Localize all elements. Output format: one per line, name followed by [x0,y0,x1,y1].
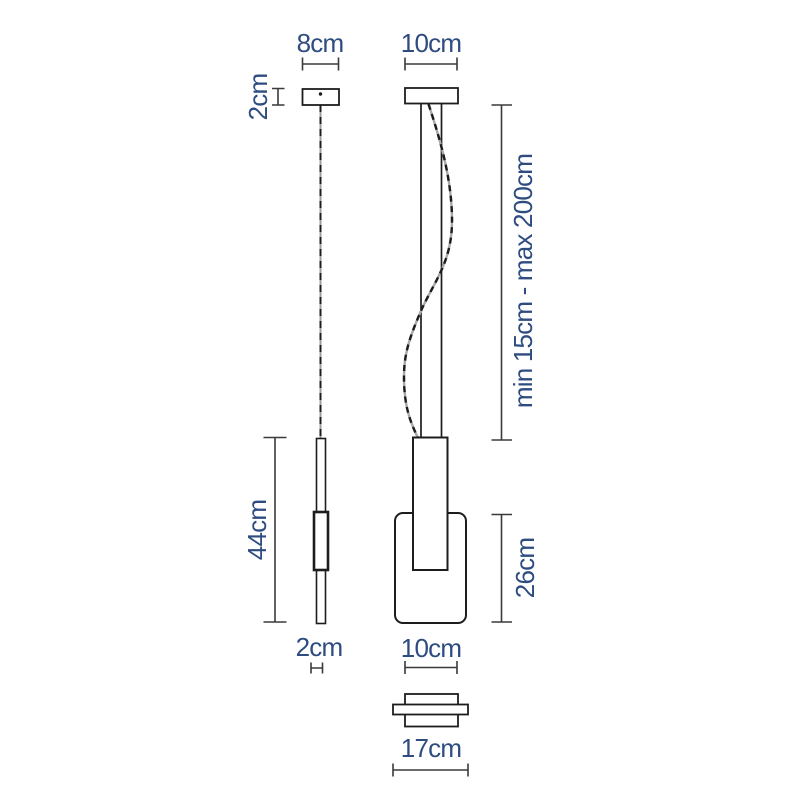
dim-line-bottom-diffuser-width [404,661,458,674]
side-ceiling-canopy [301,88,340,106]
dim-line-side-body-width [310,662,324,674]
dim-line-side-body-height [263,436,287,623]
dim-line-side-canopy-height [272,87,285,106]
front-power-cable-base [402,103,454,438]
dim-line-side-canopy-width [301,57,340,71]
label-bottom-diffuser-width: 10cm [400,633,462,663]
label-side-body-width: 2cm [295,632,344,662]
label-side-canopy-width: 8cm [296,28,345,58]
dim-line-suspension-length [491,104,512,441]
bottom-view [392,693,469,728]
front-view [394,87,467,624]
label-front-canopy-width: 10cm [400,28,462,58]
label-suspension-length: min 15cm - max 200cm [508,153,538,409]
dim-line-diffuser-height [491,513,512,623]
side-canopy-screw-dot [318,92,323,96]
label-side-body-height: 44cm [242,499,272,561]
front-ceiling-canopy [404,87,459,105]
dim-line-bottom-bar-length [392,763,469,777]
label-side-canopy-height: 2cm [243,73,273,121]
front-power-cable [402,103,454,438]
side-view [301,88,340,625]
dimension-lines [263,57,512,777]
label-diffuser-height: 26cm [510,537,540,599]
side-lamp-sleeve [312,510,330,572]
label-bottom-bar-length: 17cm [400,733,462,763]
front-lamp-stem [412,436,449,571]
dim-line-front-canopy-width [404,57,458,71]
bottom-lamp-bar [392,703,469,716]
